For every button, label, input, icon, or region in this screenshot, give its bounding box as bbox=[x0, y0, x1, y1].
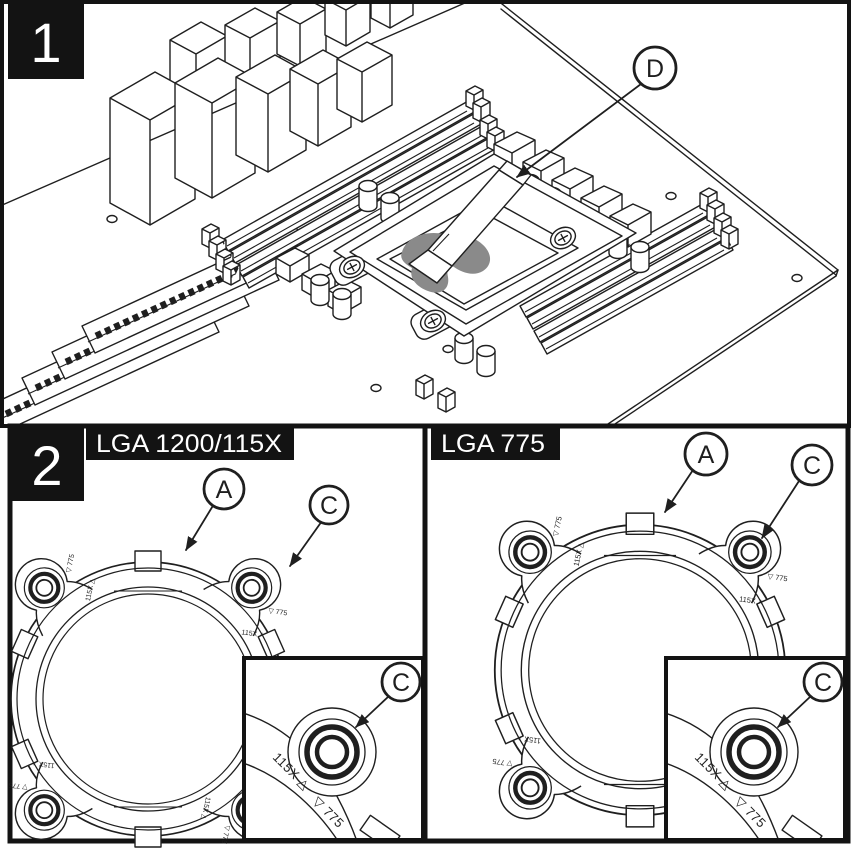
vrm-heatsink-blocks bbox=[109, 4, 414, 226]
board-holes bbox=[106, 191, 803, 393]
svg-text:A: A bbox=[698, 441, 715, 469]
callout-d-circle bbox=[632, 45, 678, 91]
cpu-socket bbox=[329, 153, 637, 413]
svg-text:A: A bbox=[216, 476, 233, 504]
motherboard-illustration: D bbox=[4, 4, 839, 424]
callout-a-left: A bbox=[185, 467, 246, 551]
header-lga1200-115x-label: LGA 1200/115X bbox=[96, 430, 282, 458]
socket-screw bbox=[419, 309, 447, 333]
callout-d: D bbox=[516, 45, 678, 178]
step2-number: 2 bbox=[31, 434, 62, 497]
step2-right-panel-border bbox=[422, 423, 851, 844]
inset-right bbox=[662, 656, 847, 851]
inset-left bbox=[240, 656, 425, 851]
paste-applicator bbox=[408, 160, 532, 284]
pcie-slots bbox=[4, 226, 310, 424]
socket-screw bbox=[338, 255, 366, 279]
header-lga1200-115x: LGA 1200/115X bbox=[86, 427, 294, 460]
step1-badge: 1 bbox=[8, 3, 84, 79]
header-lga775: LGA 775 bbox=[431, 427, 560, 460]
callout-c-left: C bbox=[289, 484, 350, 567]
callout-d-label: D bbox=[646, 55, 664, 83]
step2-badge: 2 bbox=[10, 427, 84, 501]
dimm-slots-right bbox=[519, 187, 739, 355]
svg-text:C: C bbox=[803, 452, 821, 480]
callout-d-arrow bbox=[516, 83, 642, 178]
callout-c-right: C bbox=[761, 443, 834, 539]
callout-a-right: A bbox=[664, 431, 729, 513]
svg-text:C: C bbox=[320, 492, 338, 520]
header-lga775-label: LGA 775 bbox=[441, 430, 545, 458]
socket-screw bbox=[549, 226, 577, 250]
step1-number: 1 bbox=[30, 11, 61, 74]
